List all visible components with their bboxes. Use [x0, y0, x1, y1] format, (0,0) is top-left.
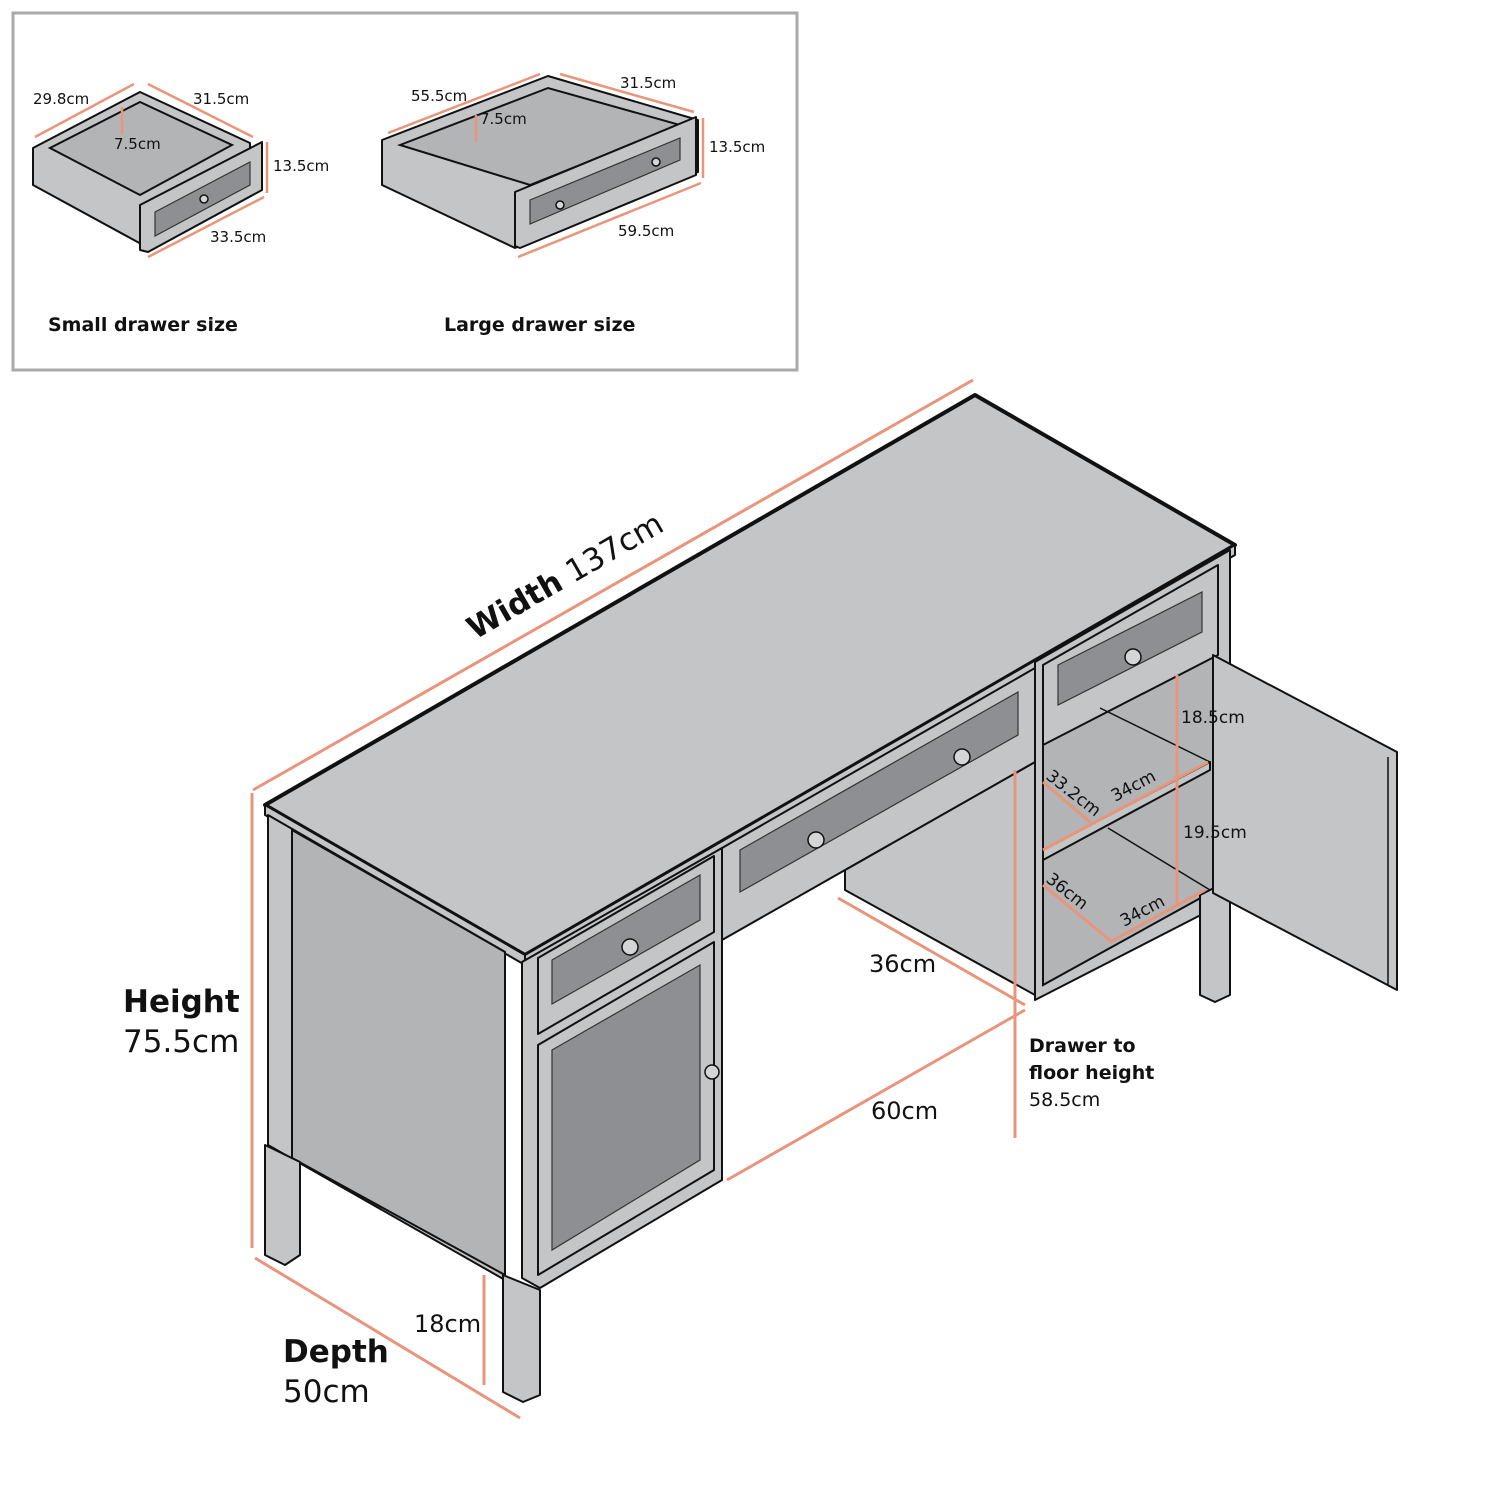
- large-drawer-height-label: 13.5cm: [709, 138, 765, 156]
- knee-width-dimension-line: [726, 1008, 1026, 1182]
- drawer-floor-value: 58.5cm: [1029, 1089, 1100, 1111]
- large-drawer-depth-label: 31.5cm: [620, 74, 676, 92]
- drawer-floor-title-2: floor height: [1029, 1062, 1154, 1084]
- large-drawer-inner-height-label: 7.5cm: [480, 110, 527, 128]
- small-drawer-back-width-label: 31.5cm: [193, 90, 249, 108]
- large-drawer-back-width-label: 55.5cm: [411, 87, 467, 105]
- base-depth-line: [1042, 883, 1113, 944]
- depth-title: Depth: [283, 1334, 389, 1370]
- base-width-line: [1109, 888, 1206, 944]
- depth-value: 50cm: [283, 1374, 370, 1410]
- drawer-floor-title-1: Drawer to: [1029, 1035, 1136, 1057]
- width-value: 137cm: [560, 506, 670, 590]
- shelf-upper-height-label: 18.5cm: [1181, 708, 1245, 728]
- knee-depth-dimension-line: [837, 896, 1026, 1007]
- small-drawer-height-label: 13.5cm: [273, 157, 329, 175]
- width-dimension-line: [252, 378, 974, 792]
- desk-illustration: [263, 393, 1398, 1403]
- width-title: Width: [461, 564, 569, 647]
- small-drawer-front-width-label: 33.5cm: [210, 228, 266, 246]
- small-drawer-inner-height-label: 7.5cm: [114, 135, 161, 153]
- height-value: 75.5cm: [123, 1024, 239, 1060]
- small-drawer-title: Small drawer size: [48, 314, 238, 336]
- large-drawer-front-width-label: 59.5cm: [618, 222, 674, 240]
- shelf-depth-line: [1042, 780, 1091, 824]
- height-title: Height: [123, 984, 240, 1020]
- leg-height-label: 18cm: [414, 1310, 481, 1338]
- knee-width-label: 60cm: [871, 1097, 938, 1125]
- small-drawer-illustration: [32, 91, 263, 253]
- shelf-width-line: [1042, 760, 1209, 852]
- depth-dimension-line: [254, 1256, 521, 1420]
- small-drawer-depth-label: 29.8cm: [33, 90, 89, 108]
- large-drawer-title: Large drawer size: [444, 314, 635, 336]
- shelf-lower-height-label: 19.5cm: [1183, 823, 1247, 843]
- knee-depth-label: 36cm: [869, 950, 936, 978]
- large-drawer-illustration: [381, 75, 699, 249]
